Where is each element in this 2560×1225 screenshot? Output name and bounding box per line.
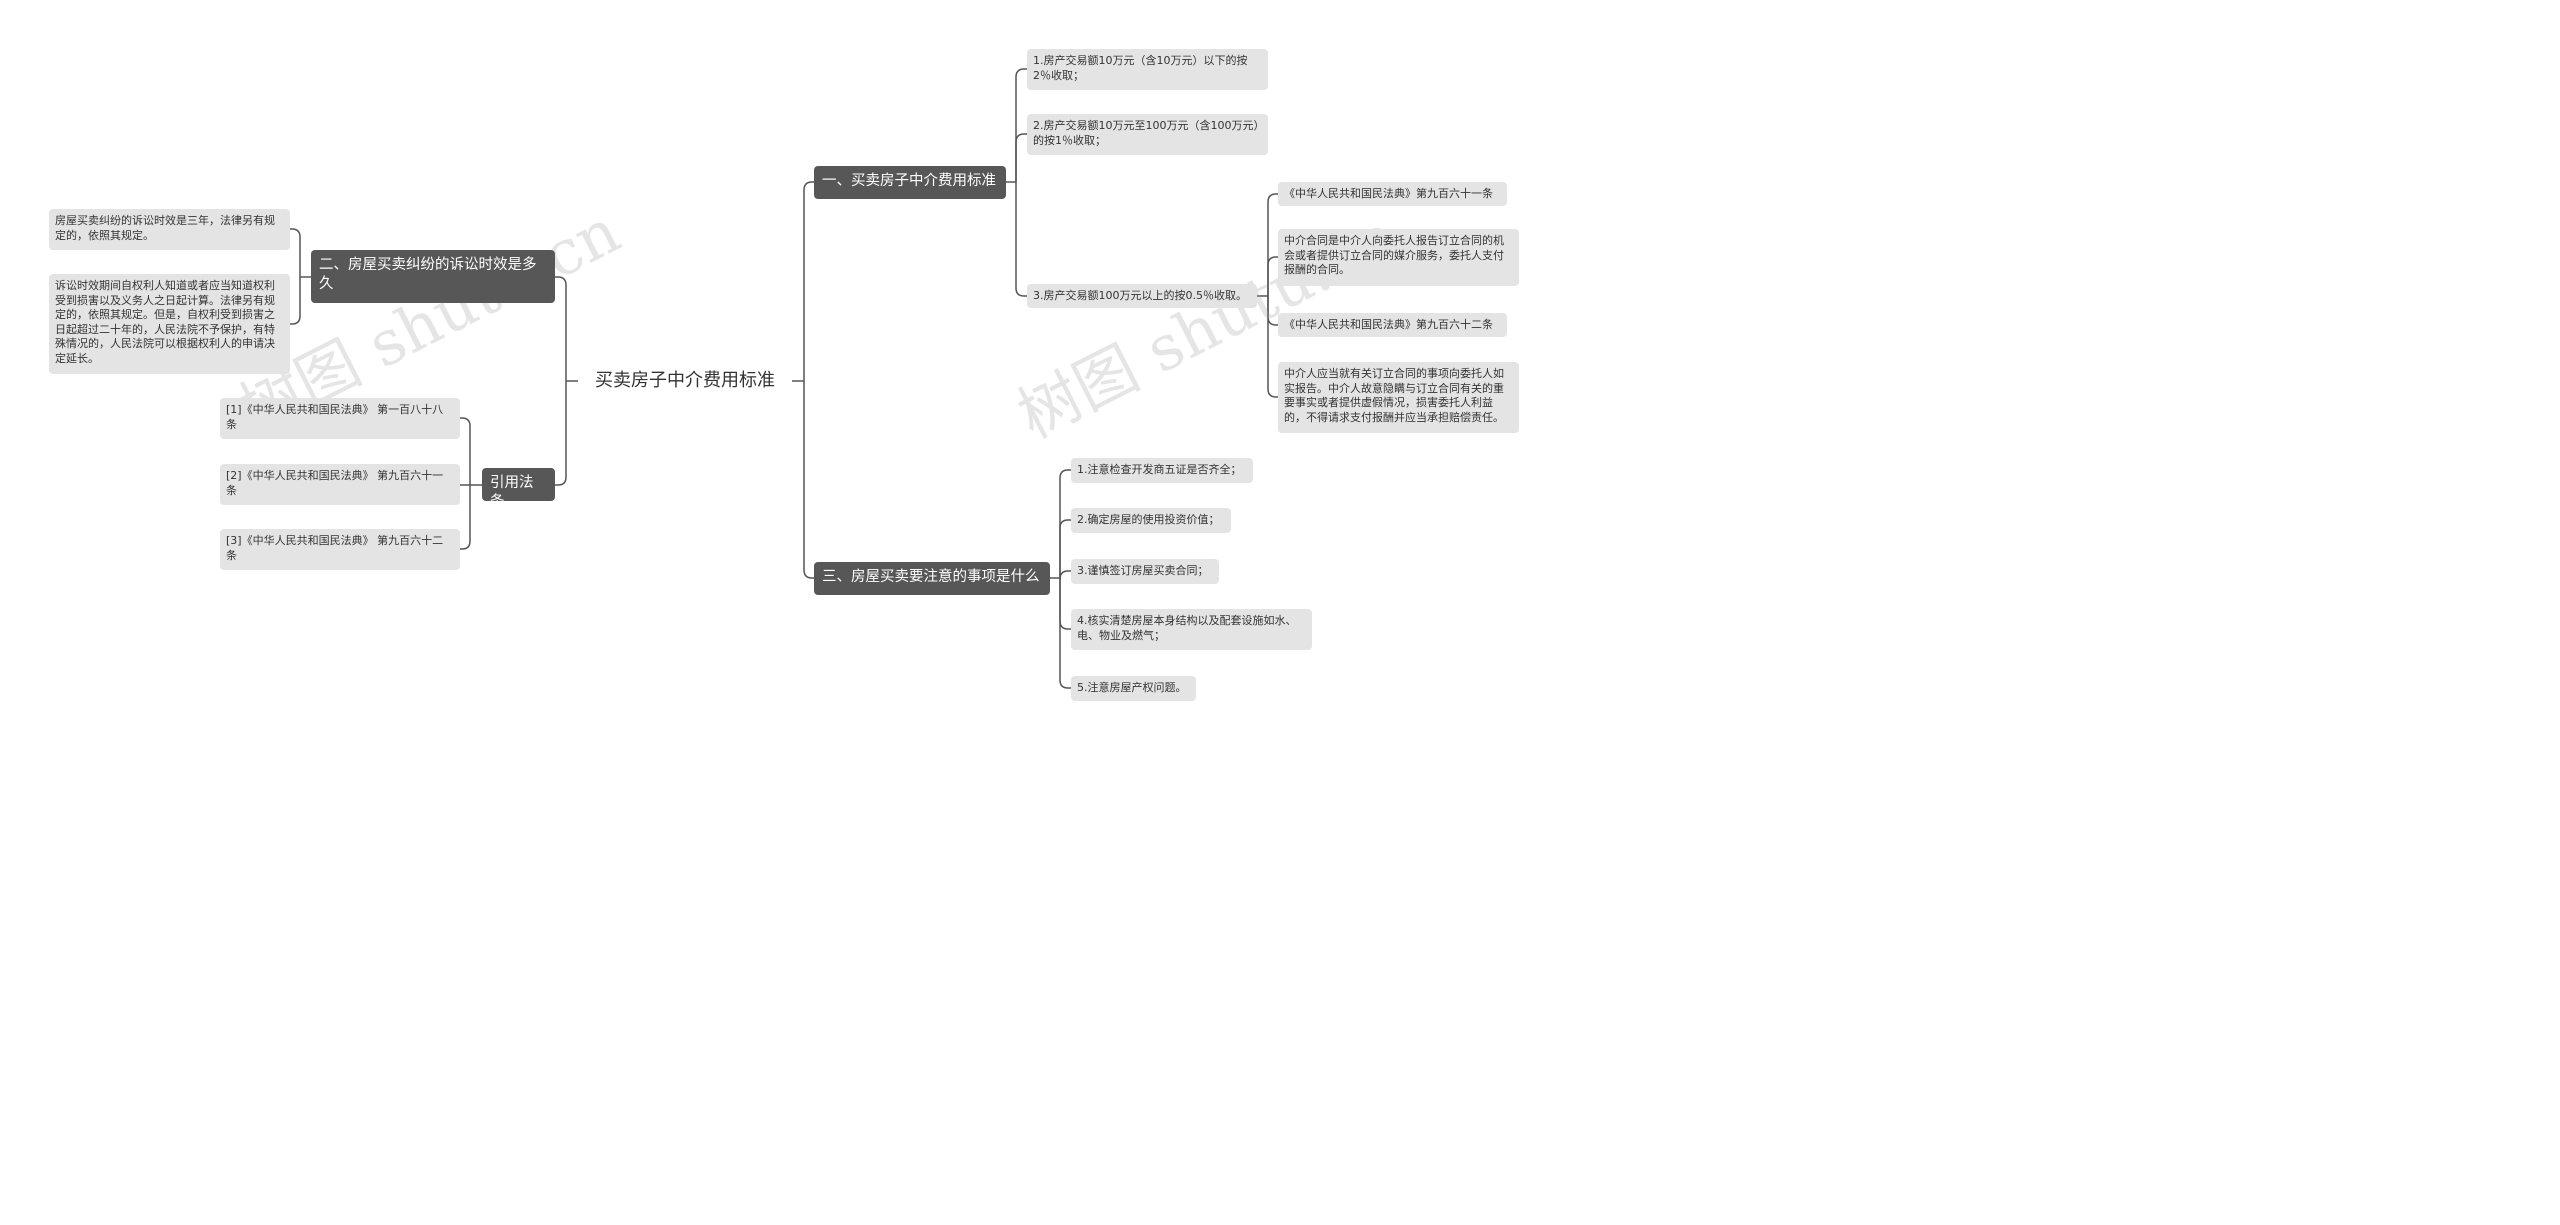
branch3-link-0 <box>1059 469 1071 578</box>
precaution-item-3[interactable]: 3.谨慎签订房屋买卖合同； <box>1071 559 1219 584</box>
fee3-link-3 <box>1267 296 1278 398</box>
branch3-link-2 <box>1059 570 1071 580</box>
branch-precautions[interactable]: 三、房屋买卖要注意的事项是什么 <box>814 562 1050 595</box>
branch4-link-0 <box>460 417 471 485</box>
cited-law-2[interactable]: [2]《中华人民共和国民法典》 第九百六十一条 <box>220 464 460 505</box>
law-text-961[interactable]: 中介合同是中介人向委托人报告订立合同的机会或者提供订立合同的媒介服务，委托人支付… <box>1278 229 1519 286</box>
root-topic[interactable]: 买卖房子中介费用标准 <box>582 368 788 394</box>
cited-law-3[interactable]: [3]《中华人民共和国民法典》 第九百六十二条 <box>220 529 460 570</box>
connector-lines <box>290 68 1278 689</box>
branch1-link-0 <box>1015 68 1027 182</box>
branch3-link-1 <box>1059 519 1071 578</box>
branch1-link-2 <box>1015 182 1027 297</box>
fee-item-2[interactable]: 2.房产交易额10万元至100万元（含100万元）的按1％收取； <box>1027 114 1268 155</box>
fee-item-1[interactable]: 1.房产交易额10万元（含10万元）以下的按2％收取； <box>1027 49 1268 90</box>
branch2-link-1 <box>290 277 301 325</box>
limitation-item-2[interactable]: 诉讼时效期间自权利人知道或者应当知道权利受到损害以及义务人之日起计算。法律另有规… <box>49 274 290 374</box>
law-ref-961[interactable]: 《中华人民共和国民法典》第九百六十一条 <box>1278 182 1507 206</box>
root-right-link-0 <box>803 181 814 381</box>
law-text-962[interactable]: 中介人应当就有关订立合同的事项向委托人如实报告。中介人故意隐瞒与订立合同有关的重… <box>1278 362 1519 433</box>
precaution-item-5[interactable]: 5.注意房屋产权问题。 <box>1071 676 1196 701</box>
precaution-item-1[interactable]: 1.注意检查开发商五证是否齐全； <box>1071 458 1253 483</box>
branch-limitation-period[interactable]: 二、房屋买卖纠纷的诉讼时效是多久 <box>311 250 555 303</box>
limitation-item-1[interactable]: 房屋买卖纠纷的诉讼时效是三年，法律另有规定的，依照其规定。 <box>49 209 290 250</box>
branch1-link-1 <box>1015 133 1027 182</box>
branch2-link-0 <box>290 228 301 277</box>
branch-fee-standard[interactable]: 一、买卖房子中介费用标准 <box>814 166 1006 199</box>
precaution-item-2[interactable]: 2.确定房屋的使用投资价值； <box>1071 508 1231 533</box>
cited-law-1[interactable]: [1]《中华人民共和国民法典》 第一百八十八条 <box>220 398 460 439</box>
law-ref-962[interactable]: 《中华人民共和国民法典》第九百六十二条 <box>1278 313 1507 337</box>
fee3-link-0 <box>1267 193 1278 296</box>
precaution-item-4[interactable]: 4.核实清楚房屋本身结构以及配套设施如水、电、物业及燃气； <box>1071 609 1312 650</box>
fee-item-3[interactable]: 3.房产交易额100万元以上的按0.5％收取。 <box>1027 284 1257 308</box>
branch4-link-2 <box>460 485 471 550</box>
root-right-link-1 <box>803 381 814 579</box>
root-left-link-1 <box>555 381 567 486</box>
branch3-link-3 <box>1059 578 1071 630</box>
branch3-link-4 <box>1059 578 1071 689</box>
fee3-link-1 <box>1267 256 1278 296</box>
branch-cited-laws[interactable]: 引用法条 <box>482 468 555 510</box>
fee3-link-2 <box>1267 296 1278 326</box>
mind-map: 树图 shutu.cn 树图 shutu.cn 买卖房子中介费用标准 一、买卖房… <box>0 0 1568 750</box>
root-left-link-0 <box>555 276 567 381</box>
